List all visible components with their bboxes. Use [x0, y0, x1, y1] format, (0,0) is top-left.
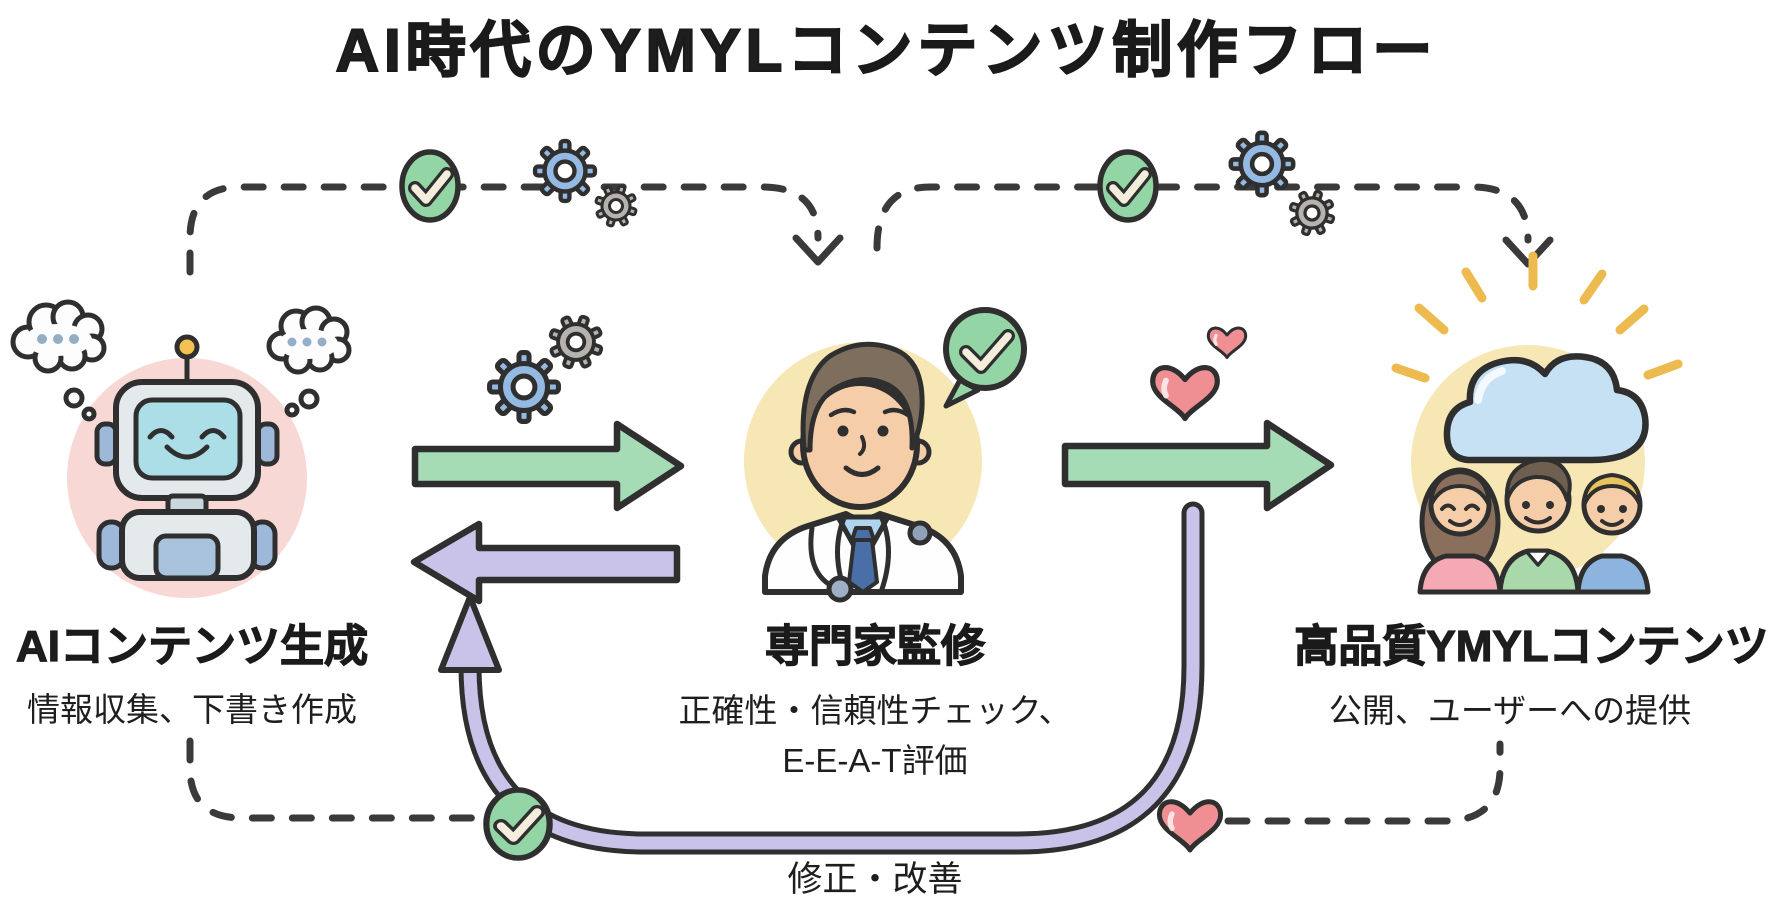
node-label-ai-generation: AIコンテンツ生成 — [15, 621, 368, 671]
check-circle-icon — [486, 790, 549, 858]
node-sublabel-ai-generation: 情報収集、下書き作成 — [27, 691, 357, 728]
person-icon — [1497, 457, 1581, 595]
node-sublabel-expert-review-line1: 正確性・信頼性チェック、 — [678, 692, 1072, 729]
dashed-path-top-right — [873, 183, 1554, 268]
person-icon — [1575, 473, 1651, 595]
forward-arrow-2 — [1061, 419, 1335, 512]
node-sublabel-quality-content: 公開、ユーザーへの提供 — [1328, 692, 1692, 729]
node-sublabel-expert-review-line2: E-E-A-T評価 — [782, 742, 968, 779]
revision-loop-arrow — [438, 501, 1205, 855]
thought-bubble-icon — [266, 305, 352, 418]
heart-icon — [1159, 802, 1220, 850]
gears-icon — [490, 306, 612, 421]
node-label-expert-review: 専門家監修 — [764, 621, 985, 671]
person-icon — [1417, 467, 1503, 595]
thought-bubble-icon — [10, 299, 107, 422]
heart-icon — [1153, 368, 1218, 419]
arrow-down-icon — [1502, 236, 1554, 268]
diagram-title: AI時代のYMYLコンテンツ制作フロー — [335, 16, 1438, 85]
cloud-icon — [1443, 353, 1649, 464]
approval-bubble-icon — [943, 307, 1027, 409]
forward-arrow-1 — [411, 420, 685, 512]
arrow-down-icon — [792, 234, 844, 266]
node-label-quality-content: 高品質YMYLコンテンツ — [1294, 621, 1769, 671]
dashed-path-top-left — [186, 183, 844, 276]
check-circle-icon — [402, 152, 458, 220]
dashed-path-bottom-right — [1224, 740, 1504, 825]
sun-rays-icon — [1391, 251, 1683, 383]
heart-icon — [1206, 326, 1248, 360]
audience-icon — [1391, 251, 1683, 595]
check-circle-icon — [1100, 152, 1156, 220]
arrow-up-head — [438, 594, 502, 673]
revision-loop-label: 修正・改善 — [787, 860, 963, 899]
robot-icon — [10, 299, 352, 598]
dashed-path-bottom-left — [186, 737, 486, 822]
feedback-arrow — [410, 520, 681, 605]
doctor-icon — [744, 307, 1027, 603]
